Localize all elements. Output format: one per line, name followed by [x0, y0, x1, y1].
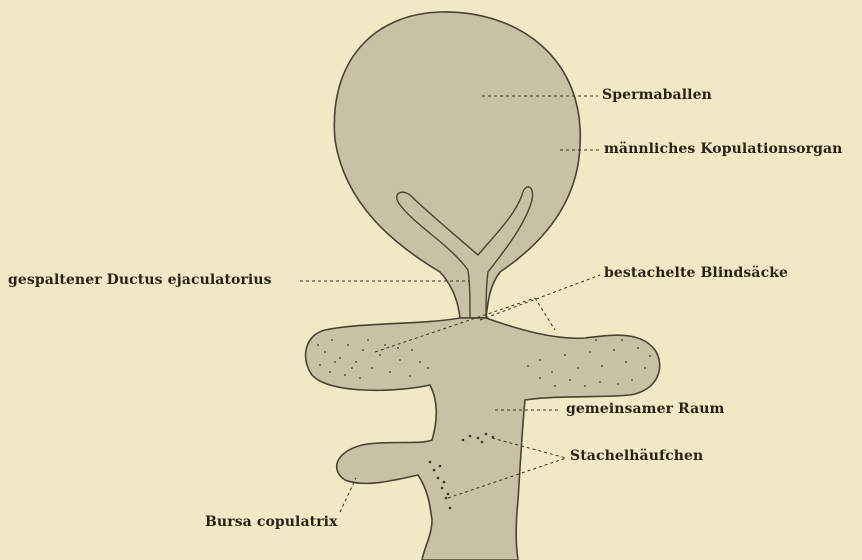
leader-bursa	[340, 478, 356, 512]
copulatory-organ-bulb	[334, 12, 580, 318]
leader-blindsack-top	[480, 275, 600, 320]
label-ductus: gespaltener Ductus ejaculatorius	[8, 272, 272, 288]
label-blindsaecke: bestachelte Blindsäcke	[604, 265, 788, 281]
label-kopulationsorgan: männliches Kopulationsorgan	[604, 141, 842, 157]
label-stachelhaeufchen: Stachelhäufchen	[570, 448, 703, 464]
common-space-body	[306, 318, 660, 560]
label-raum: gemeinsamer Raum	[566, 401, 724, 417]
leader-blindsack-right	[535, 298, 555, 330]
label-spermaballen: Spermaballen	[602, 87, 712, 103]
label-bursa: Bursa copulatrix	[205, 514, 338, 530]
